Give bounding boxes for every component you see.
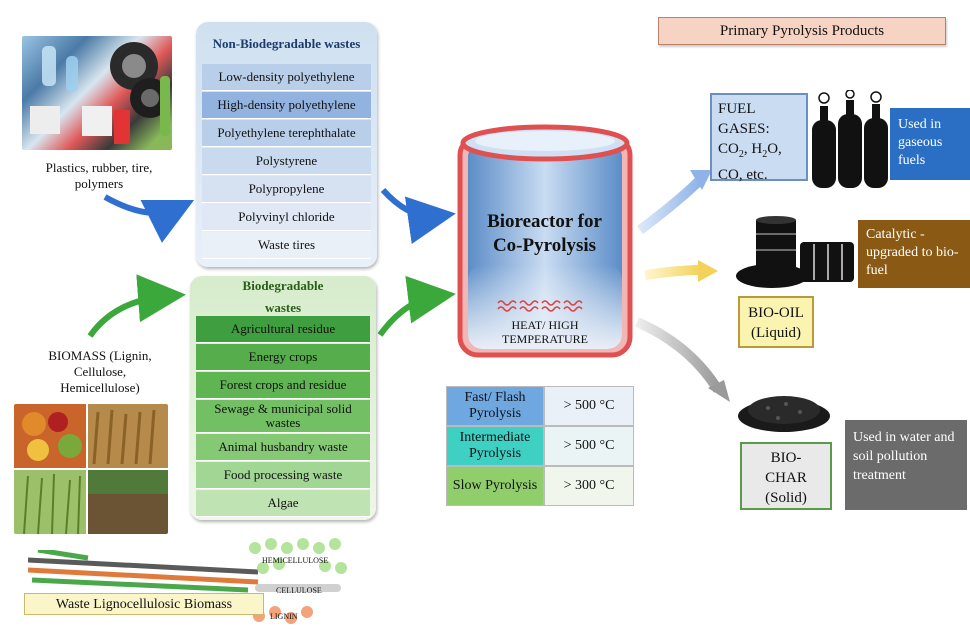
biomass-caption: BIOMASS (Lignin, Cellulose, Hemicellulos…	[48, 348, 152, 395]
arrow-to-oil	[644, 265, 701, 280]
fuel-gases-formula-2: CO, etc.	[718, 167, 768, 183]
list-item: Algae	[196, 490, 370, 517]
list-item: Polyvinyl chloride	[202, 204, 371, 231]
list-item: Polyethylene terephthalate	[202, 120, 371, 147]
pyrolysis-temp-slow: > 300 °C	[544, 466, 634, 506]
list-item: Sewage & municipal solid wastes	[196, 400, 370, 433]
molecule-illustration	[245, 538, 355, 630]
non-biodegradable-panel: Non-Biodegradable wastes Low-density pol…	[196, 22, 377, 267]
list-item: Polystyrene	[202, 148, 371, 175]
char-use-label: Used in water and soil pollution treatme…	[845, 420, 967, 510]
hemicellulose-label: HEMICELLULOSE	[262, 556, 329, 565]
oil-barrels-icon	[734, 216, 858, 292]
arrow-plastics	[103, 194, 195, 243]
arrow-biomass	[87, 274, 186, 338]
list-item: Energy crops	[196, 344, 370, 371]
biodegradable-panel: Biodegradable wastes Agricultural residu…	[190, 276, 376, 520]
list-item: Waste tires	[202, 232, 371, 259]
arrow-b-to-reactor	[377, 275, 456, 337]
list-item: Forest crops and residue	[196, 372, 370, 399]
bioreactor	[450, 115, 640, 373]
lignocellulosic-label: Waste Lignocellulosic Biomass	[24, 593, 264, 615]
biochar-label: BIO- CHAR (Solid)	[740, 442, 832, 510]
biochar-icon	[734, 382, 834, 434]
pyrolysis-temp-fast: > 500 °C	[544, 386, 634, 426]
gas-use-label: Used in gaseous fuels	[890, 108, 970, 180]
pyrolysis-type-slow: Slow Pyrolysis	[446, 466, 544, 506]
reactor-title: Bioreactor for Co-Pyrolysis	[487, 211, 602, 256]
pyrolysis-type-fast: Fast/ Flash Pyrolysis	[446, 386, 544, 426]
plastics-caption: Plastics, rubber, tire, polymers	[45, 160, 153, 191]
fuel-gases-label: FUEL GASES:	[718, 101, 770, 137]
fuel-gases-box: FUEL GASES: CO2, H2O, CO, etc.	[710, 93, 808, 183]
arrow-nb-to-reactor	[380, 187, 456, 244]
biodegradable-title: Biodegradable wastes	[242, 278, 324, 315]
arrow-to-gas	[636, 176, 704, 234]
list-item: Animal husbandry waste	[196, 434, 370, 461]
cellulose-label: CELLULOSE	[276, 586, 322, 595]
list-item: Polypropylene	[202, 176, 371, 203]
pyrolysis-type-intermediate: Intermediate Pyrolysis	[446, 426, 544, 466]
arrow-to-char	[635, 317, 723, 393]
list-item: High-density polyethylene	[202, 92, 371, 119]
reactor-heat-label: HEAT/ HIGH TEMPERATURE	[501, 318, 588, 346]
lignin-label: LIGNIN	[270, 612, 298, 621]
fuel-gases-formula: CO2, H2O,	[718, 141, 782, 160]
oil-use-label: Catalytic - upgraded to bio-fuel	[858, 220, 970, 288]
plastics-image	[22, 36, 172, 150]
gas-cylinders-icon	[808, 89, 892, 190]
non-biodegradable-title: Non-Biodegradable wastes	[212, 36, 361, 51]
list-item: Food processing waste	[196, 462, 370, 489]
products-title: Primary Pyrolysis Products	[658, 17, 946, 45]
lignocellulosic-illustration	[27, 547, 259, 620]
list-item: Agricultural residue	[196, 316, 370, 343]
biomass-image	[14, 404, 168, 534]
list-item: Low-density polyethylene	[202, 64, 371, 91]
pyrolysis-temp-intermediate: > 500 °C	[544, 426, 634, 466]
bio-oil-label: BIO-OIL (Liquid)	[738, 296, 814, 348]
